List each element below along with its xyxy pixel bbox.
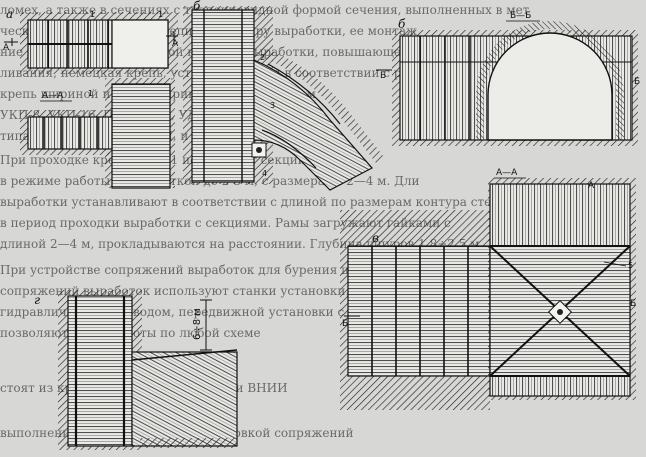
- section-title: Б—Б: [510, 11, 531, 21]
- callout-5: 5: [628, 261, 633, 270]
- text-line: в период проходки выработки с секциями. …: [0, 216, 451, 230]
- section-marker: Б: [342, 319, 348, 329]
- section-marker: А: [172, 39, 179, 49]
- panel-label-b: б: [193, 0, 201, 13]
- panel-label-g: г: [34, 293, 40, 307]
- dimension-label: 6÷8 м: [192, 308, 203, 340]
- panel-b-arch-section: б Б—Б Б Б: [376, 11, 640, 146]
- panel-g-section: 6÷8 м г: [34, 290, 238, 450]
- panel-a-section: А—А 1: [20, 78, 175, 189]
- section-marker: Б: [380, 71, 386, 81]
- callout-1: 1: [90, 10, 95, 19]
- section-marker: Б: [634, 77, 640, 87]
- callout-4: 4: [262, 169, 267, 178]
- section-marker: Б: [630, 299, 636, 309]
- section-marker: А: [3, 43, 10, 53]
- panel-v-plan: в А—А А Б Б 5: [340, 168, 636, 410]
- panel-b-junction: б 2 3 4: [183, 0, 384, 191]
- panel-label-a: а: [6, 7, 13, 21]
- panel-label-b2: б: [398, 17, 406, 31]
- callout-1: 1: [88, 89, 93, 98]
- panel-a-plan: а А А 1 1: [3, 7, 179, 74]
- text-line: выработки устанавливают в соответствии с…: [0, 195, 581, 209]
- section-title: А—А: [496, 168, 518, 178]
- panel-label-v: в: [372, 231, 379, 245]
- section-marker: А: [588, 181, 595, 191]
- section-title: А—А: [42, 91, 64, 101]
- callout-1: 1: [158, 10, 163, 19]
- callout-3: 3: [270, 101, 275, 110]
- callout-2: 2: [260, 53, 265, 62]
